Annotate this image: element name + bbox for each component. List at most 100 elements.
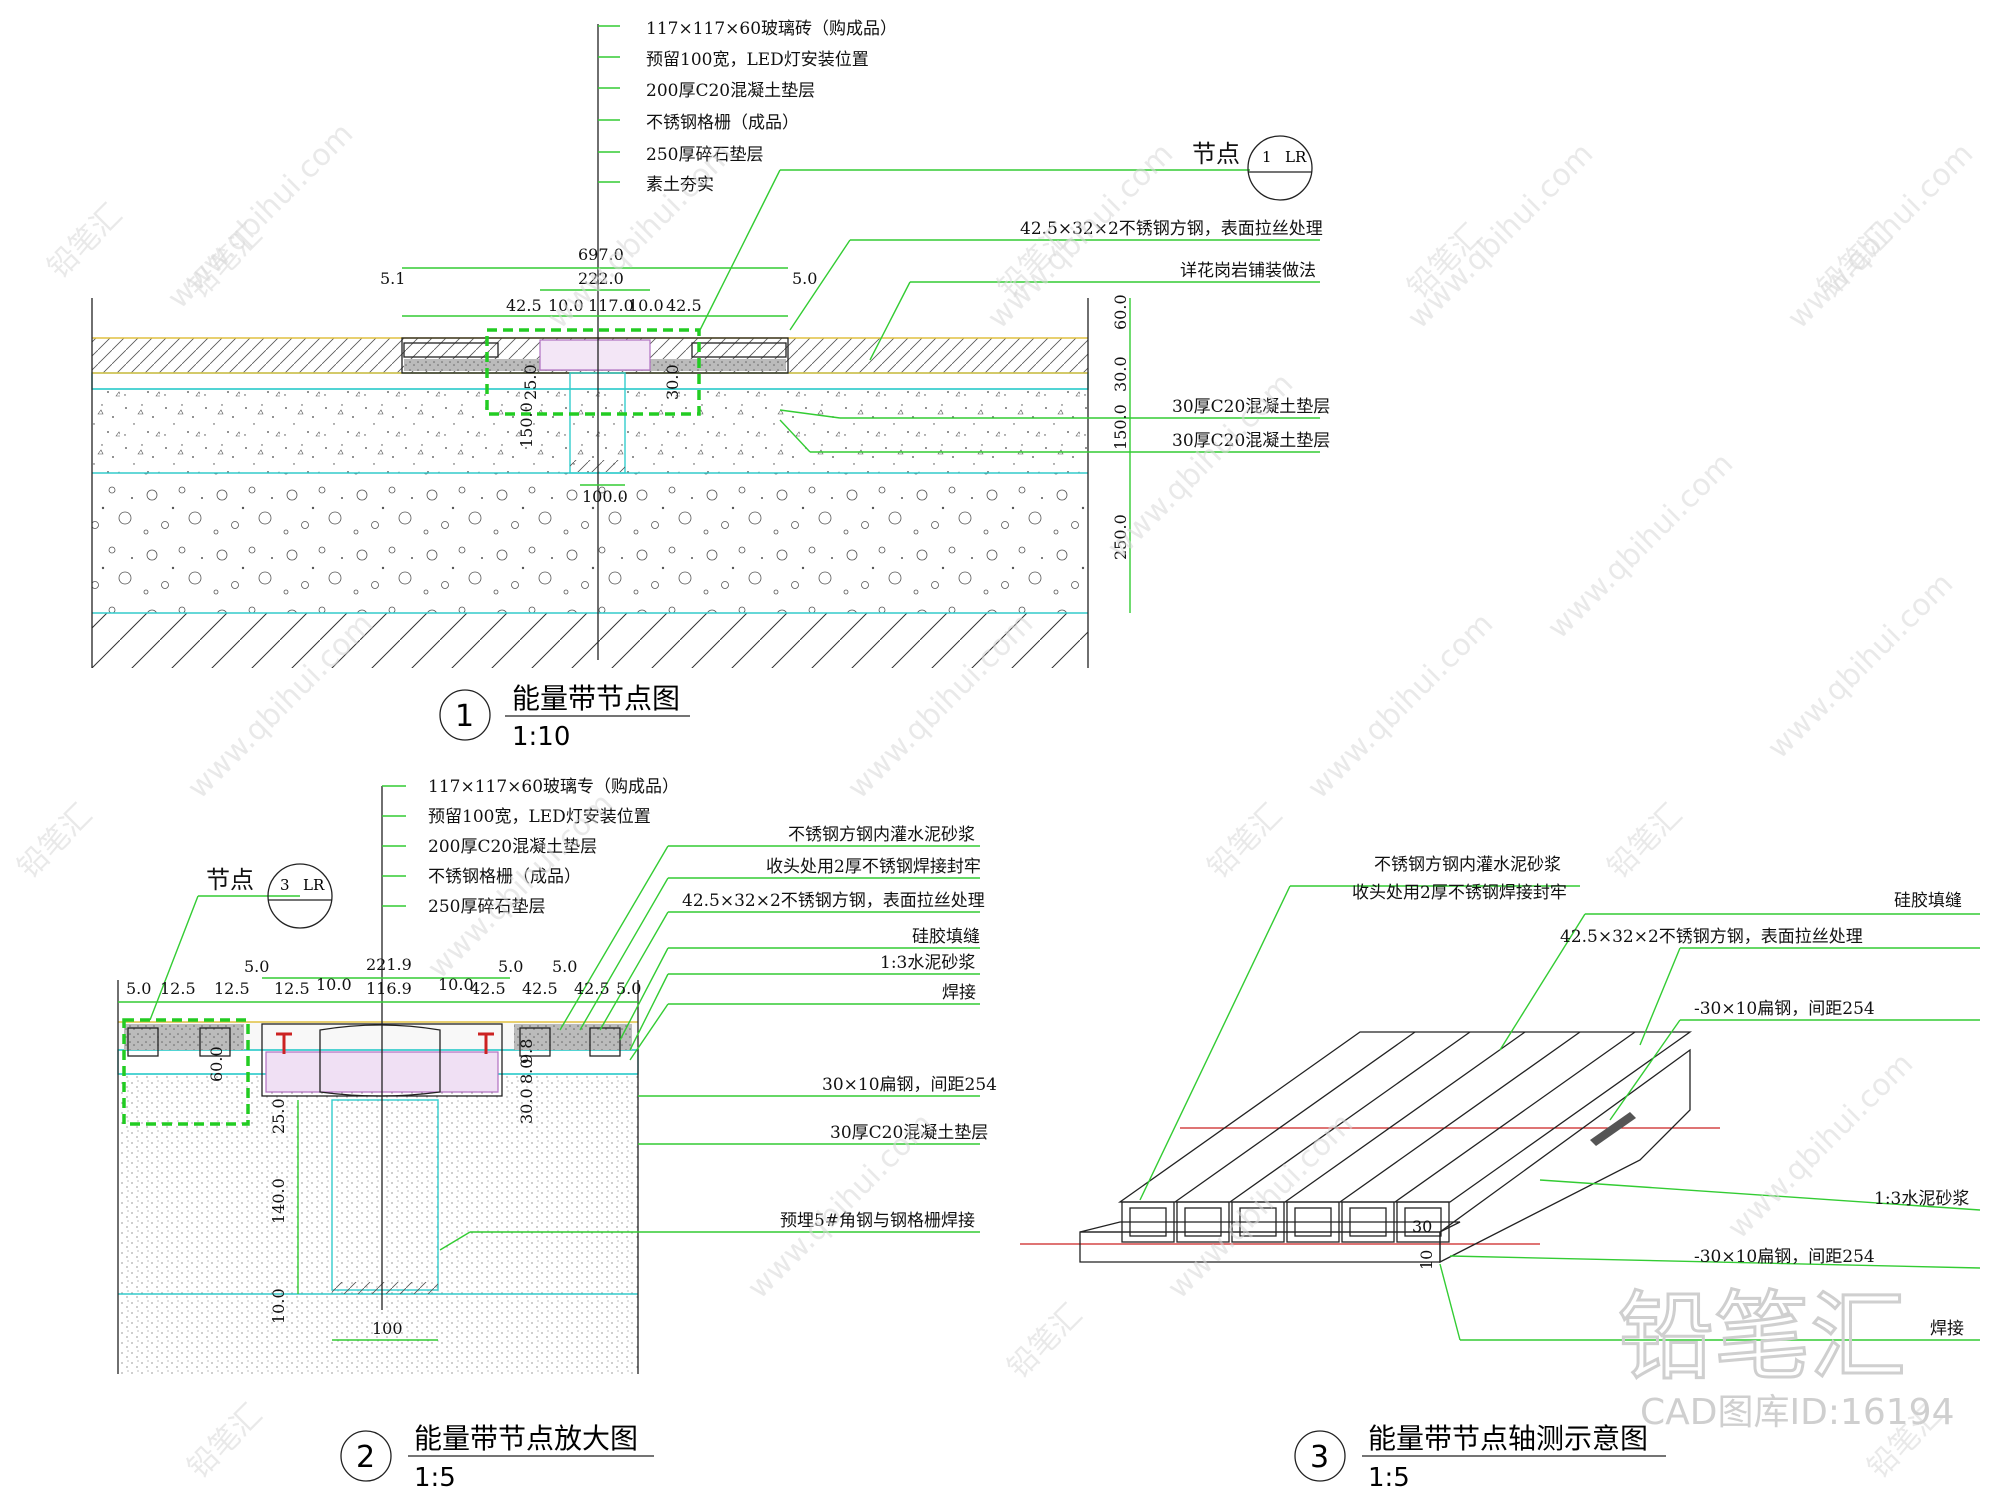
d3-dim-30: 30 [1412,1217,1432,1236]
watermark-url-8: www.qbihui.com [1301,606,1500,805]
d2-title: 能量带节点放大图 [414,1422,638,1455]
d1-dim-697: 697.0 [578,245,624,264]
d1-dim-100: 100.0 [582,487,628,506]
d2-callout-5: 250厚碎石垫层 [428,897,545,917]
d2-number-circle [340,1430,392,1482]
d3-callout-r1: 硅胶填缝 [1894,891,1962,911]
d2-callout-r6: 焊接 [942,983,976,1003]
node-detail-marker [485,328,701,416]
d1-dim-150-inner: 150.0 [517,402,536,448]
d2-callout-r9: 预埋5#角钢与钢格栅焊接 [780,1211,975,1231]
d1-dim-42-5-b: 42.5 [666,296,702,315]
detail-2-callout-top: 117×117×60玻璃专（购成品） 预留100宽，LED灯安装位置 200厚C… [382,777,679,917]
d2-dim-100: 100 [372,1319,403,1338]
detail-3-axonometric [1020,1031,1720,1264]
d2-scale: 1:5 [414,1463,456,1493]
d2-callout-r8: 30厚C20混凝土垫层 [830,1123,988,1143]
detail-1-dimensions: 697.0 222.0 5.1 5.0 42.5 10.0 117.0 10.0… [380,245,1130,560]
d2-dim-42-5-c: 42.5 [574,979,610,998]
d1-dim-117: 117.0 [588,296,634,315]
slab-side [1439,1048,1691,1264]
d2-node-tag-right: LR [303,876,325,894]
d1-node-tag-top: 1 [1262,148,1272,166]
d2-dim-8: 8.0 [517,1059,536,1084]
detail-1-title-block: 1 能量带节点图 1:10 [439,682,690,752]
d1-dim-222: 222.0 [578,269,624,288]
d3-number-circle [1294,1430,1346,1482]
watermark-brand-8: 铅笔汇 [1601,797,1689,885]
d2-callout-1: 117×117×60玻璃专（购成品） [428,777,679,797]
d2-dim-5-b: 5.0 [244,957,269,976]
watermark-url-12: www.qbihui.com [1721,1046,1920,1245]
detail-1-callout-top: 117×117×60玻璃砖（购成品） 预留100宽，LED灯安装位置 200厚C… [598,19,897,195]
d2-dim-12-5-a: 12.5 [160,979,196,998]
d3-callout-r3: -30×10扁钢，间距254 [1694,999,1875,1019]
watermark-brand-9: 铅笔汇 [181,1397,269,1485]
d3-callout-r6: 焊接 [1930,1319,1964,1339]
logo-id: CAD图库ID:16194 [1640,1392,1954,1433]
d1-dim-30: 30.0 [1111,356,1130,392]
d2-callout-r2: 收头处用2厚不锈钢焊接封牢 [766,857,981,877]
gravel-layer-2 [118,1294,638,1374]
d3-callout-l1: 不锈钢方钢内灌水泥砂浆 [1374,855,1561,875]
d2-callout-2: 预留100宽，LED灯安装位置 [428,807,651,827]
d2-dim-5-d: 5.0 [552,957,577,976]
watermark-url-9: www.qbihui.com [1761,566,1960,765]
d2-dim-10-a: 10.0 [316,975,352,994]
d1-dim-42-5-a: 42.5 [506,296,542,315]
watermark-brand-7: 铅笔汇 [1201,797,1289,885]
d1-scale: 1:10 [512,722,570,752]
d2-dim-5-e: 5.0 [616,979,641,998]
watermark-brand-1: 铅笔汇 [41,197,129,285]
watermark-brand-5: 铅笔汇 [1811,217,1899,305]
d2-callout-r4: 硅胶填缝 [912,927,980,947]
detail-1-section [91,24,1131,668]
d3-title: 能量带节点轴测示意图 [1368,1422,1648,1455]
d2-dim-30: 30.0 [517,1088,536,1124]
gravel-layer [92,473,1088,613]
d1-callout-3: 200厚C20混凝土垫层 [646,81,815,101]
d1-node-tag-right: LR [1285,148,1307,166]
d2-node-label: 节点 [206,866,254,894]
detail-2-callout-right: 不锈钢方钢内灌水泥砂浆 收头处用2厚不锈钢焊接封牢 42.5×32×2不锈钢方钢… [439,825,997,1251]
detail-2-dimensions: 221.9 5.0 12.5 12.5 5.0 12.5 10.0 116.9 … [126,955,641,1338]
d1-callout-r3: 30厚C20混凝土垫层 [1172,397,1330,417]
d2-dim-140: 140.0 [269,1178,288,1224]
d3-callout-r2: 42.5×32×2不锈钢方钢，表面拉丝处理 [1560,927,1863,947]
detail-2-node-tag: 节点 3 LR [149,863,333,1021]
watermark-url-14: www.qbihui.com [1541,446,1740,645]
detail-1-node-tag: 节点 1 LR [699,135,1313,331]
d2-callout-4: 不锈钢格栅（成品） [428,867,581,887]
d1-node-tag-circle [1247,135,1313,201]
node-detail-marker-2 [122,1018,250,1126]
d1-dim-10-b: 10.0 [628,296,664,315]
d2-callout-r5: 1:3水泥砂浆 [880,953,975,973]
d2-number: 2 [356,1440,375,1475]
d1-dim-30-inner: 30.0 [663,364,682,400]
watermark-url-4: www.qbihui.com [1401,136,1600,335]
d1-dim-250: 250.0 [1111,514,1130,560]
d3-dim-10: 10 [1417,1250,1436,1270]
d2-callout-r7: 30×10扁钢，间距254 [822,1075,997,1095]
d1-number: 1 [455,699,474,734]
earth-layer [92,613,1088,668]
watermark-brand-10: 铅笔汇 [1001,1297,1089,1385]
d2-dim-221-9: 221.9 [366,955,412,974]
detail-3-callouts: 不锈钢方钢内灌水泥砂浆 收头处用2厚不锈钢焊接封牢 硅胶填缝 42.5×32×2… [1139,855,1981,1341]
concrete-layer-2 [118,1074,638,1294]
d2-dim-10-b: 10.0 [438,975,474,994]
d1-callout-r2: 详花岗岩铺装做法 [1180,261,1316,281]
d3-callout-l2: 收头处用2厚不锈钢焊接封牢 [1352,883,1567,903]
mortar-layer [91,372,1089,390]
d3-number: 3 [1310,1440,1329,1475]
d2-dim-5-a: 5.0 [126,979,151,998]
d3-scale: 1:5 [1368,1463,1410,1493]
glass-brick [319,1024,441,1097]
d1-dim-25: 25.0 [521,364,540,400]
logo-text: 铅笔汇 [1618,1281,1906,1393]
detail-3-title-block: 3 能量带节点轴测示意图 1:5 [1294,1422,1666,1493]
d1-callout-5: 250厚碎石垫层 [646,145,763,165]
d2-dim-10: 10.0 [269,1288,288,1324]
brand-logo: 铅笔汇 CAD图库ID:16194 [1617,1280,1955,1434]
detail-2-section [117,786,639,1374]
